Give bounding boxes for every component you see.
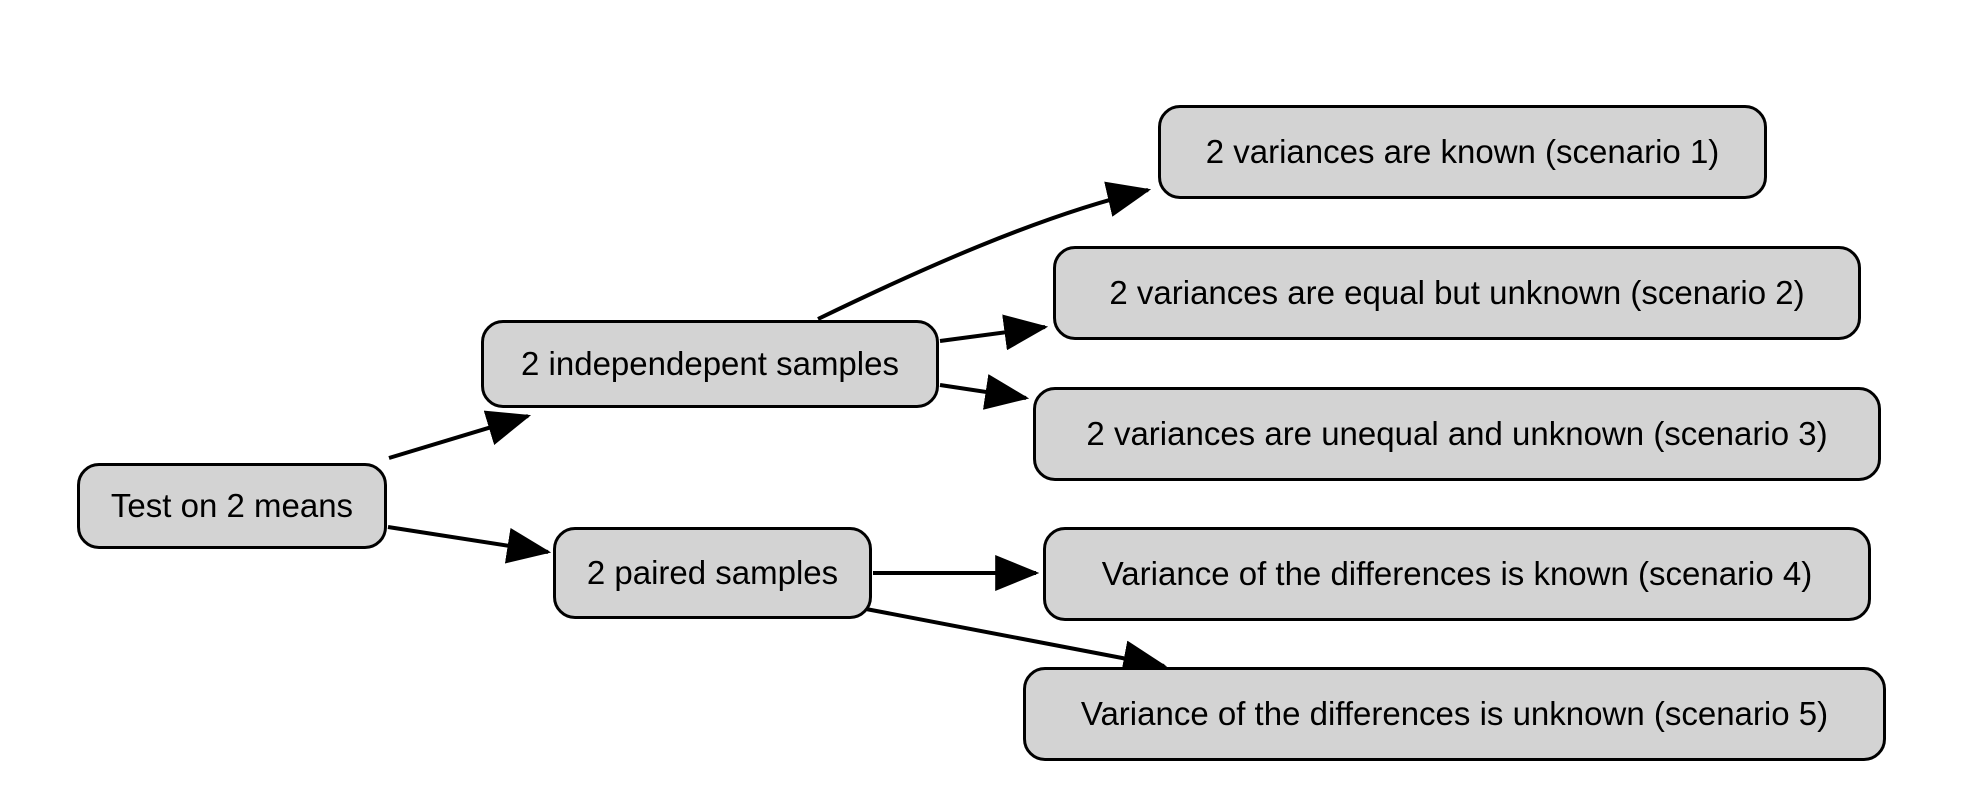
node-scenario-5[interactable]: Variance of the differences is unknown (… [1023, 667, 1886, 761]
edge-independent-scenario2 [939, 314, 1049, 351]
node-label: Variance of the differences is known (sc… [1101, 554, 1813, 592]
node-label: 2 variances are known (scenario 1) [1205, 132, 1720, 170]
edge-root-independent [388, 410, 532, 460]
node-label: Test on 2 means [110, 486, 354, 524]
node-label: 2 variances are equal but unknown (scena… [1109, 273, 1805, 311]
node-label: 2 variances are unequal and unknown (sce… [1086, 414, 1828, 452]
node-scenario-1[interactable]: 2 variances are known (scenario 1) [1158, 105, 1767, 199]
edge-root-paired [387, 525, 552, 564]
node-2-independent-samples[interactable]: 2 independepent samples [481, 320, 939, 408]
node-label: 2 paired samples [586, 553, 839, 591]
node-scenario-4[interactable]: Variance of the differences is known (sc… [1043, 527, 1871, 621]
node-scenario-3[interactable]: 2 variances are unequal and unknown (sce… [1033, 387, 1881, 481]
node-2-paired-samples[interactable]: 2 paired samples [553, 527, 872, 619]
node-label: Variance of the differences is unknown (… [1080, 694, 1829, 732]
node-test-on-2-means[interactable]: Test on 2 means [77, 463, 387, 549]
edge-independent-scenario3 [939, 374, 1030, 410]
node-label: 2 independepent samples [521, 344, 899, 382]
node-scenario-2[interactable]: 2 variances are equal but unknown (scena… [1053, 246, 1861, 340]
